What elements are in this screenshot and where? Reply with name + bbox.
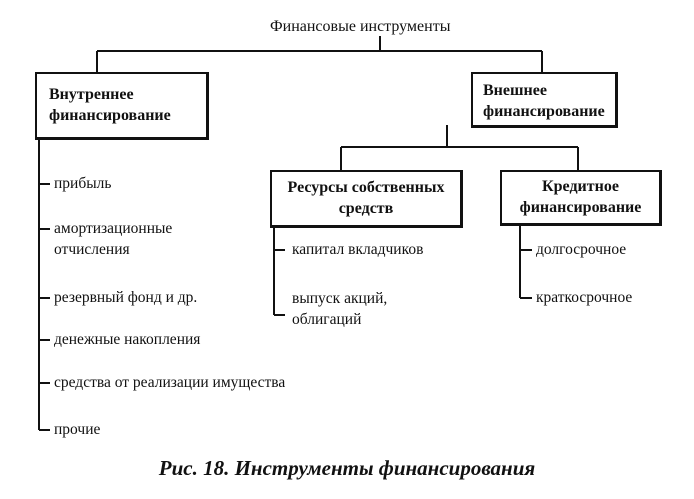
internal-financing-line2: финансирование: [49, 107, 171, 124]
internal-item-other: прочие: [54, 421, 101, 438]
internal-item-savings: денежные накопления: [54, 331, 201, 348]
external-financing-line2: финансирование: [483, 103, 605, 120]
own-resources-box: Ресурсы собственных средств: [270, 170, 463, 228]
external-financing-box: Внешнее финансирование: [471, 72, 618, 128]
internal-financing-box: Внутреннее финансирование: [35, 72, 209, 140]
own-resources-line2: средств: [338, 200, 394, 217]
internal-item-asset-sales: средства от реализации имущества: [54, 374, 286, 391]
internal-item-profit: прибыль: [54, 175, 112, 192]
figure-caption: Рис. 18. Инструменты финансирования: [158, 456, 536, 480]
own-item-share-issue-line1: выпуск акций,: [292, 290, 388, 307]
credit-item-short-term: краткосрочное: [536, 289, 633, 306]
internal-item-depreciation-line2: отчисления: [54, 241, 130, 258]
own-resources-line1: Ресурсы собственных: [287, 179, 445, 196]
internal-financing-line1: Внутреннее: [49, 86, 134, 103]
credit-financing-line2: финансирование: [519, 199, 642, 216]
internal-item-reserve-fund: резервный фонд и др.: [54, 289, 198, 306]
internal-item-depreciation-line1: амортизационные: [54, 220, 173, 237]
own-item-investor-capital: капитал вкладчиков: [292, 241, 424, 258]
external-financing-line1: Внешнее: [483, 82, 547, 99]
credit-item-long-term: долгосрочное: [536, 241, 627, 258]
diagram-title: Финансовые инструменты: [270, 18, 451, 35]
own-item-share-issue-line2: облигаций: [292, 311, 362, 328]
credit-financing-box: Кредитное финансирование: [500, 170, 662, 226]
credit-financing-line1: Кредитное: [542, 178, 619, 195]
